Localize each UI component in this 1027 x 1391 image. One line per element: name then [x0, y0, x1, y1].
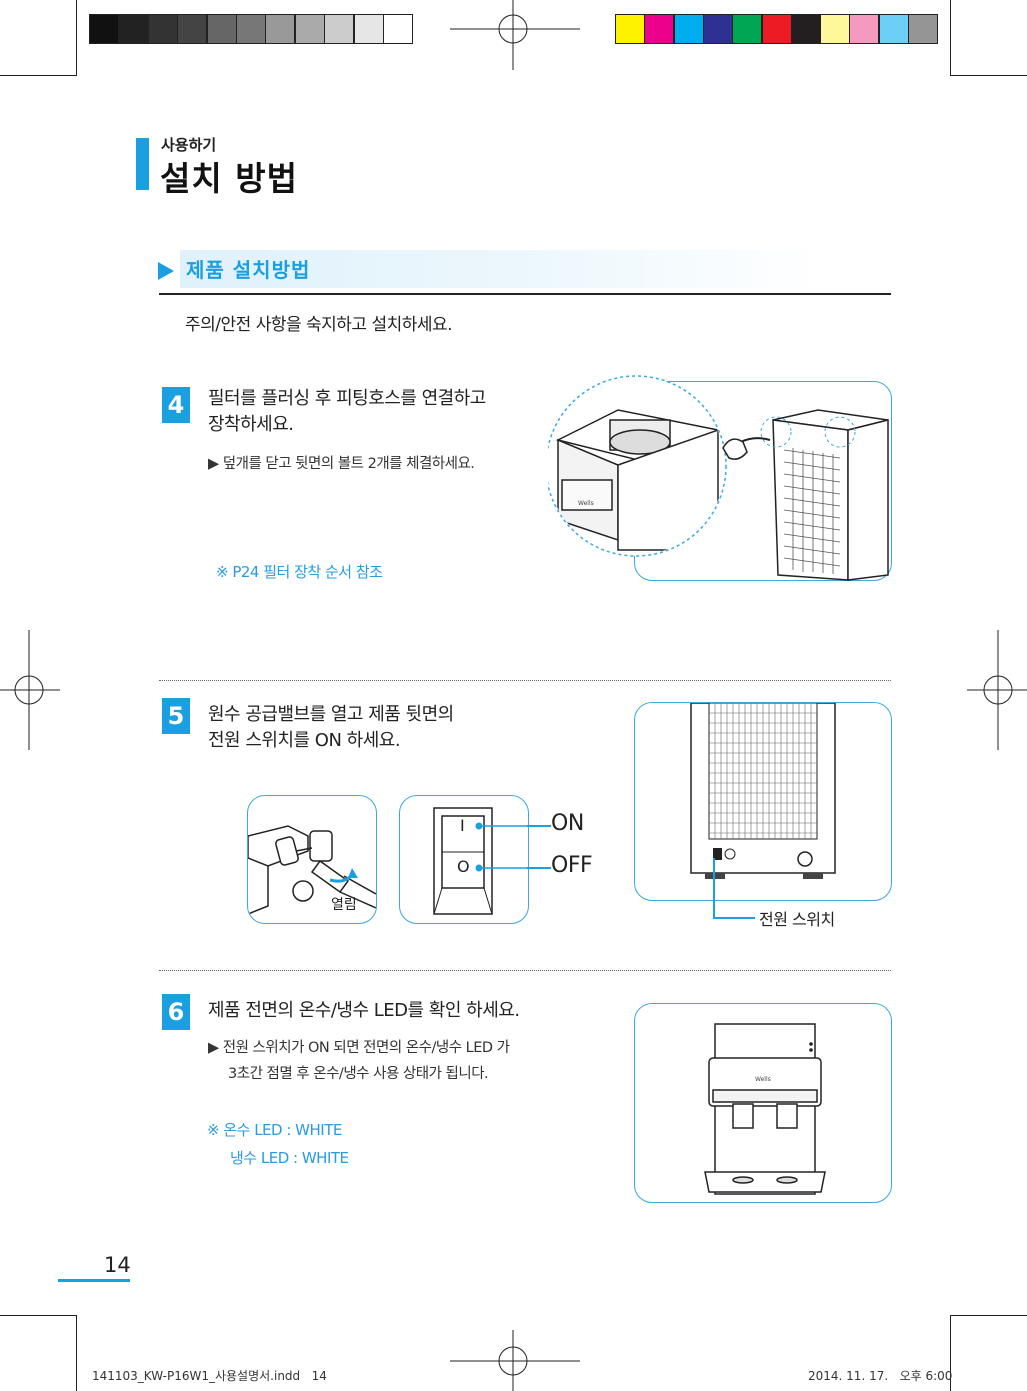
- step-divider: [159, 970, 891, 971]
- gray-swatch: [383, 14, 413, 44]
- step-number-badge: 4: [162, 387, 190, 423]
- crosshair-icon: [0, 630, 60, 750]
- section-heading-bg: [180, 250, 820, 288]
- on-leader-line: [527, 825, 551, 827]
- step-5-line2: 전원 스위치를 ON 하세요.: [208, 730, 401, 751]
- step-4-bullet: ▶ 덮개를 닫고 뒷면의 볼트 2개를 체결하세요.: [208, 456, 475, 472]
- gray-swatch: [353, 14, 384, 44]
- gray-swatch: [265, 14, 296, 44]
- step-divider: [159, 680, 891, 681]
- color-swatch: [908, 14, 938, 44]
- power-switch-leader-h: [713, 917, 755, 919]
- crosshair-icon: [450, 0, 580, 70]
- page-number: 14: [104, 1253, 131, 1277]
- power-switch-label: 전원 스위치: [759, 910, 835, 929]
- color-swatch: [849, 14, 880, 44]
- step-6-line1: 제품 전면의 온수/냉수 LED를 확인 하세요.: [208, 1000, 520, 1021]
- power-switch-leader-v: [713, 858, 715, 918]
- valve-open-label: 열림: [331, 897, 357, 913]
- power-switch-illustration: I O: [399, 795, 529, 924]
- color-swatch: [673, 14, 704, 44]
- section-accent-bar: [136, 138, 149, 190]
- category-label: 사용하기: [161, 136, 217, 154]
- gray-swatch: [118, 14, 149, 44]
- color-swatch: [761, 14, 792, 44]
- switch-on-symbol: I: [460, 816, 465, 835]
- triangle-bullet-icon: [158, 262, 174, 280]
- valve-illustration: 열림: [247, 795, 377, 924]
- water-purifier-front-icon: Wells: [704, 1023, 826, 1195]
- gray-swatch: [89, 14, 119, 44]
- filter-install-illustration: Wells: [548, 375, 889, 581]
- valve-icon: [248, 825, 376, 915]
- section-intro: 주의/안전 사항을 숙지하고 설치하세요.: [185, 315, 453, 335]
- step-number-badge: 5: [162, 698, 190, 734]
- off-leader-line: [527, 867, 551, 869]
- footer-file: 141103_KW-P16W1_사용설명서.indd 14: [92, 1369, 327, 1383]
- gray-swatch: [324, 14, 355, 44]
- gray-swatch: [236, 14, 266, 44]
- step-5-line1: 원수 공급밸브를 열고 제품 뒷면의: [208, 704, 454, 725]
- section-rule: [159, 293, 891, 295]
- on-label: ON: [551, 811, 584, 836]
- svg-text:Wells: Wells: [755, 1076, 771, 1083]
- step-4-line2: 장착하세요.: [208, 414, 294, 435]
- step-4-line1: 필터를 플러싱 후 피팅호스를 연결하고: [208, 388, 486, 409]
- page-number-underline: [58, 1279, 130, 1282]
- color-swatch: [702, 14, 733, 44]
- machine-front-illustration: Wells: [634, 1003, 892, 1203]
- color-swatch: [878, 14, 909, 44]
- step-6-bullet-line1: ▶ 전원 스위치가 ON 되면 전면의 온수/냉수 LED 가: [208, 1040, 510, 1056]
- section-title: 제품 설치방법: [186, 258, 311, 282]
- off-label: OFF: [551, 853, 593, 878]
- gray-swatch: [177, 14, 208, 44]
- page-title: 설치 방법: [160, 159, 298, 198]
- machine-rear-icon: [690, 703, 836, 879]
- switch-off-symbol: O: [457, 857, 470, 876]
- gray-swatch: [294, 14, 325, 44]
- color-swatch: [644, 14, 675, 44]
- step-6-note-line2: 냉수 LED : WHITE: [230, 1149, 349, 1167]
- step-6-note-line1: ※ 온수 LED : WHITE: [207, 1121, 342, 1139]
- color-swatch: [790, 14, 821, 44]
- color-swatch: [732, 14, 763, 44]
- footer-date: 2014. 11. 17. 오후 6:00: [808, 1369, 953, 1383]
- step-6-bullet-line2: 3초간 점멸 후 온수/냉수 사용 상태가 됩니다.: [228, 1066, 489, 1082]
- color-swatch: [615, 14, 645, 44]
- crosshair-icon: [450, 1330, 580, 1391]
- svg-text:Wells: Wells: [578, 500, 594, 507]
- step-4-note: ※ P24 필터 장착 순서 참조: [216, 563, 383, 581]
- crosshair-icon: [967, 630, 1027, 750]
- machine-back-illustration: [634, 702, 892, 901]
- gray-swatch: [147, 14, 178, 44]
- step-number-badge: 6: [162, 994, 190, 1030]
- color-swatch: [820, 14, 851, 44]
- gray-swatch: [206, 14, 237, 44]
- rocker-switch-icon: [433, 807, 528, 915]
